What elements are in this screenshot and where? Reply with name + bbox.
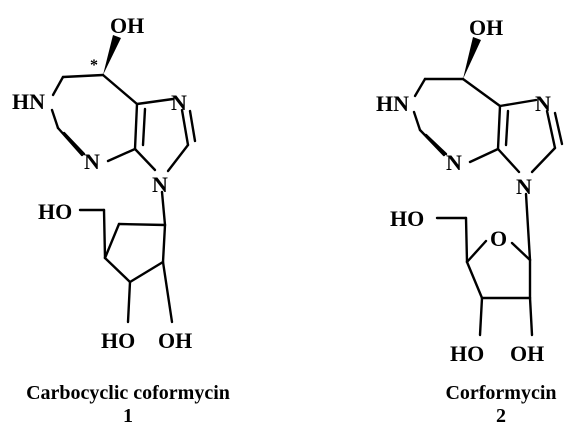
mol2-atom-n-imidazole-top: N <box>535 91 551 116</box>
mol1-number-caption: 1 <box>123 405 133 427</box>
mol2-atom-ho-bottom: HO <box>450 341 484 366</box>
mol1-stereocenter-mark: * <box>90 57 98 74</box>
molecule-1-bonds <box>50 35 197 324</box>
mol2-atom-oh-bottom: OH <box>510 341 544 366</box>
mol1-atom-oh-bottom: OH <box>158 328 192 353</box>
mol2-number-caption: 2 <box>496 405 506 427</box>
mol1-atom-n-ring-bottom: N <box>84 149 100 174</box>
mol2-atom-o-ring: O <box>490 226 507 251</box>
mol2-atom-ho-side: HO <box>390 206 424 231</box>
molecule-1-atom-labels: OH * HN N N N HO HO OH <box>12 13 192 353</box>
mol1-atom-ho-bottom: HO <box>101 328 135 353</box>
molecule-1-structure: OH * HN N N N HO HO OH Carbocyclic cofor… <box>12 13 230 427</box>
mol1-atom-hn: HN <box>12 89 45 114</box>
mol1-atom-ho-side: HO <box>38 199 72 224</box>
mol2-atom-n-imidazole-bottom: N <box>516 174 532 199</box>
mol2-name-caption: Corformycin <box>445 382 556 404</box>
mol1-atom-n-imidazole-top: N <box>171 90 187 115</box>
molecule-2-structure: OH HN N N N HO O HO OH Corformycin 2 <box>376 15 564 427</box>
mol2-atom-oh-top: OH <box>469 15 503 40</box>
mol1-atom-n-imidazole-bottom: N <box>152 172 168 197</box>
mol1-atom-oh-top: OH <box>110 13 144 38</box>
mol1-name-caption: Carbocyclic coformycin <box>26 382 230 404</box>
molecule-2-bonds <box>412 37 564 337</box>
mol2-atom-hn: HN <box>376 91 409 116</box>
molecule-2-atom-labels: OH HN N N N HO O HO OH <box>376 15 551 366</box>
mol2-atom-n-ring-bottom: N <box>446 150 462 175</box>
